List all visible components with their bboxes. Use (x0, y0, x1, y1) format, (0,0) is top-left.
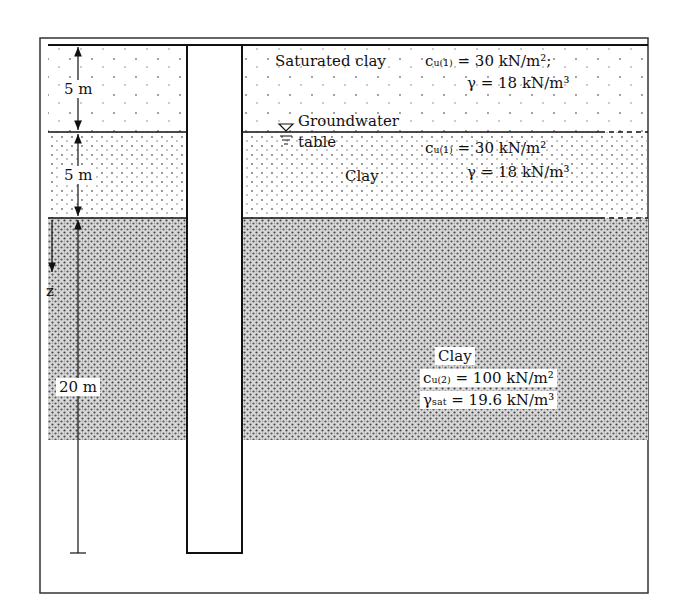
layer-name: Saturated clay (275, 52, 386, 70)
dimension-label: 5 m (61, 166, 96, 184)
dimension-label: 20 m (56, 378, 100, 396)
layer-boundary (48, 131, 600, 132)
soil-property: cᵤ₍₂₎ = 100 kN/m² (420, 369, 557, 387)
layer-fill (48, 132, 648, 218)
layer-name: Clay (435, 347, 475, 365)
ground-surface (48, 44, 648, 46)
water-table-symbol (280, 136, 292, 137)
soil-layer: Clay cᵤ₍₂₎ = 100 kN/m² γₛₐₜ = 19.6 kN/m³ (245, 219, 647, 439)
soil-property: γₛₐₜ = 19.6 kN/m³ (420, 391, 557, 409)
depth-axis (51, 220, 52, 272)
layer-name: Clay (345, 167, 379, 185)
layer-boundary (600, 131, 648, 132)
dimension-label: 5 m (61, 80, 96, 98)
water-table-symbol (279, 124, 293, 131)
water-table-symbol (282, 140, 290, 141)
soil-property: γ = 18 kN/m³ (467, 74, 569, 92)
soil-property: γ = 18 kN/m³ (467, 163, 569, 181)
soil-property: cᵤ₍₁₎ = 30 kN/m² (425, 139, 546, 157)
layer-fill (48, 218, 648, 440)
water-table-label: Groundwater table (298, 111, 398, 153)
pile (187, 45, 242, 553)
layer-boundary (600, 217, 648, 218)
layer-boundary (48, 217, 600, 218)
axis-label: z (46, 282, 54, 300)
water-table-symbol (284, 144, 288, 145)
soil-property: cᵤ₍₁₎ = 30 kN/m²; (425, 52, 551, 70)
figure-frame (40, 38, 648, 593)
dimension-tick (70, 552, 86, 553)
